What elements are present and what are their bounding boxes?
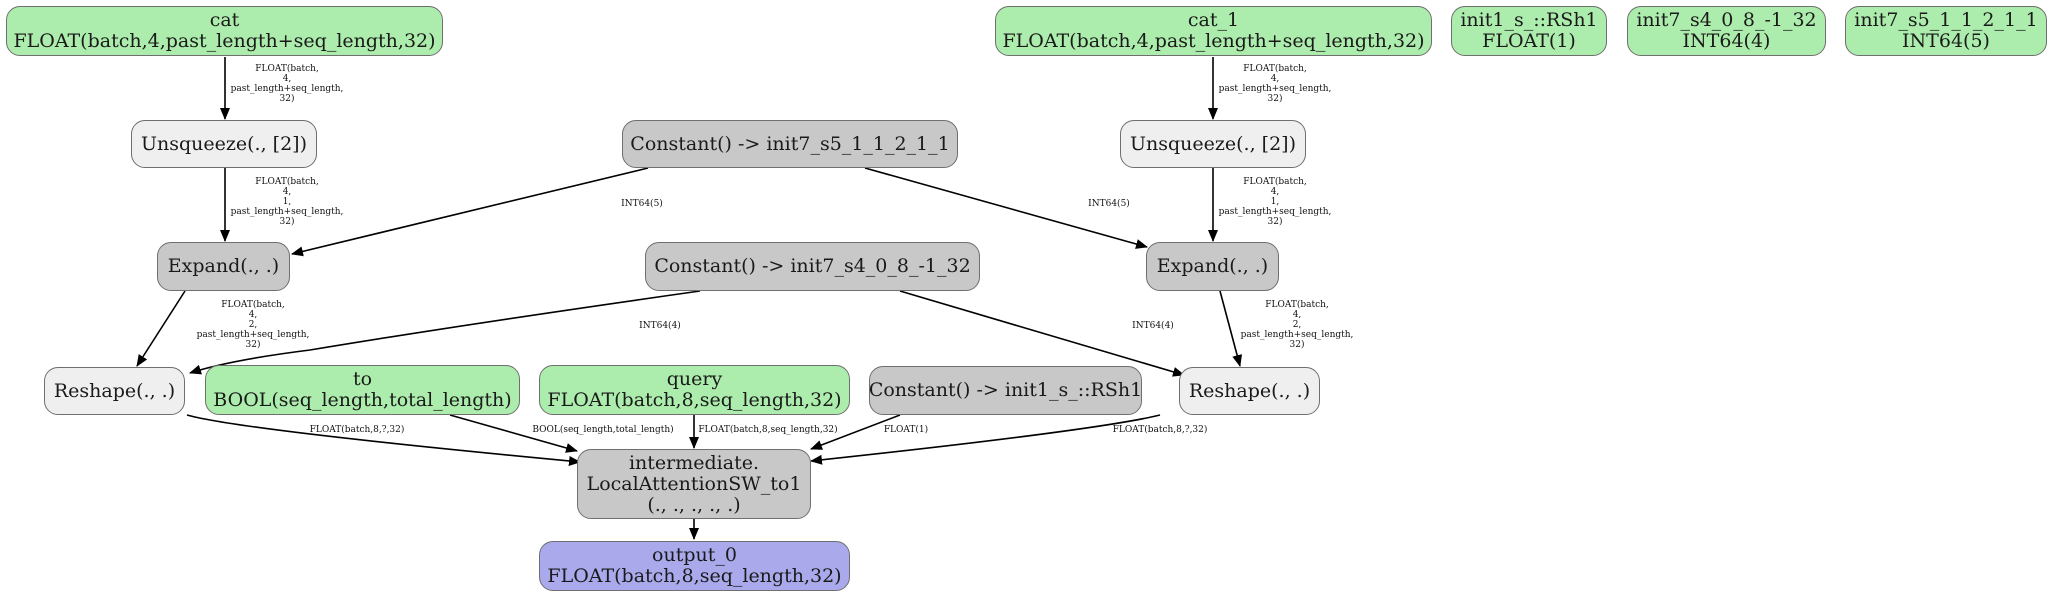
edge-const-s5-expand-left xyxy=(291,167,649,257)
initializer-node-s5[interactable]: init7_s5_1_1_2_1_1 INT64(5) xyxy=(1845,6,2047,56)
node-title: cat xyxy=(209,9,240,31)
edge-label: FLOAT(batch,8,?,32) xyxy=(309,425,405,435)
node-title: Expand(., .) xyxy=(1156,255,1269,277)
edge-reshape-left-attn xyxy=(186,414,581,466)
edge-label: INT64(5) xyxy=(1088,199,1130,209)
edge-rsh1-attn xyxy=(810,414,901,450)
initializer-node-rsh1[interactable]: init1_s_::RSh1 FLOAT(1) xyxy=(1451,6,1607,56)
input-node-cat-1[interactable]: cat_1 FLOAT(batch,4,past_length+seq_leng… xyxy=(995,6,1432,56)
edge-reshape-right-attn xyxy=(810,414,1161,465)
node-title: Constant() -> init7_s5_1_1_2_1_1 xyxy=(630,132,950,155)
input-node-cat[interactable]: cat FLOAT(batch,4,past_length+seq_length… xyxy=(6,6,443,56)
edge-label: FLOAT(batch, 4, 2, past_length+seq_lengt… xyxy=(1240,300,1354,350)
edge-to-attn xyxy=(449,414,578,453)
node-type: FLOAT(batch,8,seq_length,32) xyxy=(547,389,842,411)
node-title: to xyxy=(352,368,373,390)
node-type: BOOL(seq_length,total_length) xyxy=(213,389,512,411)
unsqueeze-node-left[interactable]: Unsqueeze(., [2]) xyxy=(131,120,317,168)
initializer-node-s4[interactable]: init7_s4_0_8_-1_32 INT64(4) xyxy=(1627,6,1826,56)
edge-label: BOOL(seq_length,total_length) xyxy=(532,425,674,435)
node-title: query xyxy=(666,368,723,390)
edge-const-s5-expand-right xyxy=(864,167,1148,249)
node-title: Unsqueeze(., [2]) xyxy=(1130,132,1296,155)
node-title: Expand(., .) xyxy=(167,255,280,277)
node-title: Constant() -> init7_s4_0_8_-1_32 xyxy=(654,255,971,277)
expand-node-right[interactable]: Expand(., .) xyxy=(1146,242,1279,291)
edge-label: FLOAT(batch,8,seq_length,32) xyxy=(698,425,838,435)
edge-expand-reshape-right xyxy=(1219,290,1242,367)
node-title: Reshape(., .) xyxy=(53,379,176,402)
edge-label: FLOAT(batch, 4, past_length+seq_length, … xyxy=(1218,64,1332,104)
node-title: output_0 xyxy=(652,544,737,566)
node-title: cat_1 xyxy=(1187,9,1240,31)
edge-label: FLOAT(batch, 4, 1, past_length+seq_lengt… xyxy=(1218,177,1332,227)
edge-label: INT64(4) xyxy=(1132,321,1174,331)
reshape-node-left[interactable]: Reshape(., .) xyxy=(44,367,185,415)
node-title: intermediate. xyxy=(628,451,760,474)
reshape-node-right[interactable]: Reshape(., .) xyxy=(1179,367,1320,415)
node-title: Reshape(., .) xyxy=(1188,379,1311,402)
edge-label: INT64(5) xyxy=(621,199,663,209)
node-title: init7_s4_0_8_-1_32 xyxy=(1636,9,1817,31)
node-type: FLOAT(batch,4,past_length+seq_length,32) xyxy=(13,30,436,52)
constant-node-s4[interactable]: Constant() -> init7_s4_0_8_-1_32 xyxy=(645,242,980,291)
output-node-0[interactable]: output_0 FLOAT(batch,8,seq_length,32) xyxy=(539,541,850,591)
edge-label: FLOAT(batch, 4, 1, past_length+seq_lengt… xyxy=(230,177,344,227)
local-attention-node[interactable]: intermediate. LocalAttentionSW_to1 (., .… xyxy=(577,449,811,519)
edge-label: FLOAT(1) xyxy=(883,425,929,435)
edge-label: INT64(4) xyxy=(639,321,681,331)
node-title: init1_s_::RSh1 xyxy=(1460,9,1598,31)
input-node-to[interactable]: to BOOL(seq_length,total_length) xyxy=(205,365,520,415)
expand-node-left[interactable]: Expand(., .) xyxy=(157,242,290,291)
node-type: INT64(4) xyxy=(1682,30,1771,52)
node-args: (., ., ., ., .) xyxy=(647,493,741,516)
constant-node-rsh1[interactable]: Constant() -> init1_s_::RSh1 xyxy=(869,366,1142,415)
unsqueeze-node-right[interactable]: Unsqueeze(., [2]) xyxy=(1120,120,1306,168)
node-type: FLOAT(1) xyxy=(1482,30,1576,52)
node-type: FLOAT(batch,4,past_length+seq_length,32) xyxy=(1002,30,1425,52)
edge-label: FLOAT(batch, 4, past_length+seq_length, … xyxy=(230,64,344,104)
node-title: Constant() -> init1_s_::RSh1 xyxy=(868,379,1143,401)
edge-label: FLOAT(batch, 4, 2, past_length+seq_lengt… xyxy=(196,300,310,350)
constant-node-s5[interactable]: Constant() -> init7_s5_1_1_2_1_1 xyxy=(622,120,958,168)
node-title: init7_s5_1_1_2_1_1 xyxy=(1854,9,2038,31)
node-type: FLOAT(batch,8,seq_length,32) xyxy=(547,565,842,587)
edge-const-s4-reshape-right xyxy=(899,290,1185,377)
node-type: INT64(5) xyxy=(1902,30,1990,52)
input-node-query[interactable]: query FLOAT(batch,8,seq_length,32) xyxy=(539,365,850,415)
edge-label: FLOAT(batch,8,?,32) xyxy=(1112,425,1208,435)
edge-expand-reshape-left xyxy=(136,290,186,367)
node-op-name: LocalAttentionSW_to1 xyxy=(586,472,802,495)
edge-const-s4-reshape-left xyxy=(189,290,701,375)
node-title: Unsqueeze(., [2]) xyxy=(141,132,307,155)
